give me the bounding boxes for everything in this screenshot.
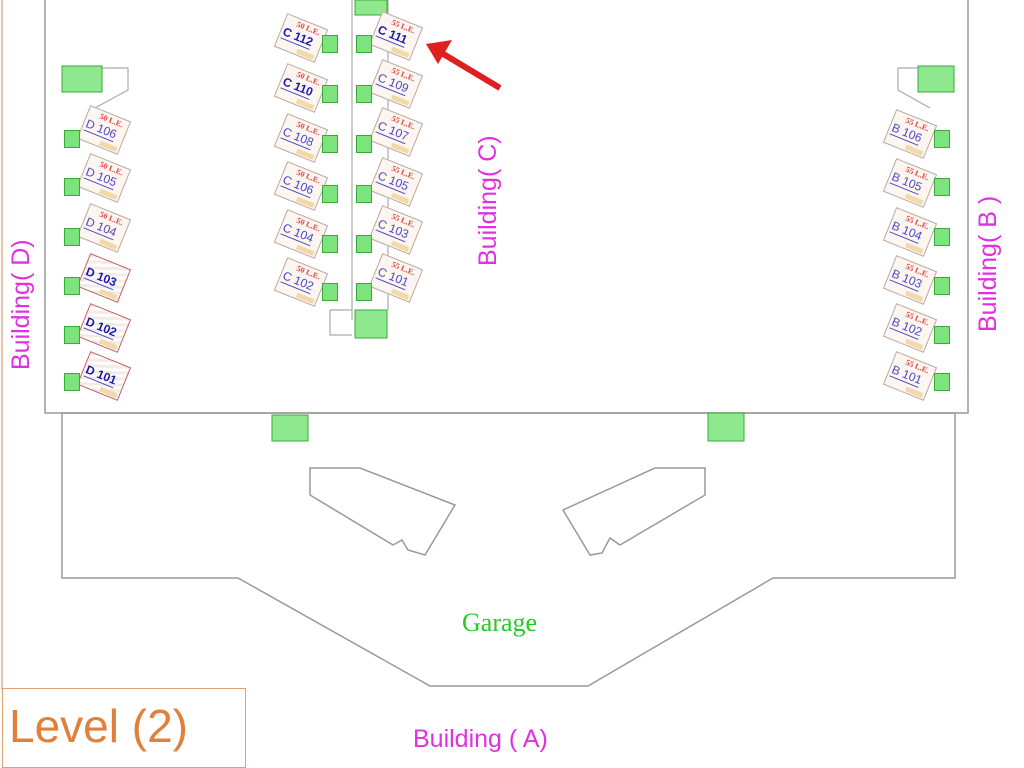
entrance-icon bbox=[64, 277, 80, 295]
entrance-icon bbox=[64, 228, 80, 246]
building-c-label: Building( C) bbox=[474, 135, 502, 266]
entrance-icon bbox=[356, 283, 372, 301]
building-d-label: Building( D) bbox=[7, 239, 35, 370]
corridor-b bbox=[897, 67, 931, 109]
unit-number: D 101 bbox=[83, 362, 119, 389]
building-b-label: Building( B ) bbox=[974, 195, 1002, 332]
entrance-icon bbox=[322, 185, 338, 203]
entrance-icon bbox=[356, 185, 372, 203]
entrance-icon bbox=[934, 228, 950, 246]
entrance-icon bbox=[934, 326, 950, 344]
building-a-label: Building ( A) bbox=[413, 725, 548, 753]
entrance-icon bbox=[322, 135, 338, 153]
entrance-icon bbox=[356, 35, 372, 53]
entrance-icon bbox=[356, 235, 372, 253]
stairs-icon bbox=[354, 0, 388, 16]
level-box: Level (2) bbox=[2, 688, 246, 768]
entrance-icon bbox=[356, 85, 372, 103]
garage-outline bbox=[61, 412, 956, 687]
level-label: Level (2) bbox=[9, 700, 188, 752]
entrance-icon bbox=[934, 277, 950, 295]
stairs-icon bbox=[707, 412, 745, 442]
stairs-icon bbox=[271, 414, 309, 442]
stairs-icon bbox=[61, 65, 103, 93]
entrance-icon bbox=[64, 326, 80, 344]
entrance-icon bbox=[64, 130, 80, 148]
red-arrow bbox=[426, 40, 502, 91]
entrance-icon bbox=[934, 130, 950, 148]
entrance-icon bbox=[322, 235, 338, 253]
unit-number: D 102 bbox=[83, 314, 119, 341]
garage-label: Garage bbox=[462, 608, 538, 637]
stairs-icon bbox=[917, 65, 955, 93]
entrance-icon bbox=[356, 135, 372, 153]
entrance-icon bbox=[64, 373, 80, 391]
corridor-d bbox=[94, 67, 129, 109]
entrance-icon bbox=[64, 178, 80, 196]
building-outline bbox=[44, 0, 969, 414]
unit-number: D 103 bbox=[83, 264, 119, 291]
entrance-icon bbox=[322, 85, 338, 103]
stairs-icon bbox=[354, 309, 388, 339]
ramp-left bbox=[309, 467, 457, 556]
entrance-icon bbox=[322, 283, 338, 301]
entrance-icon bbox=[934, 178, 950, 196]
ramp-right bbox=[561, 467, 706, 556]
entrance-icon bbox=[322, 35, 338, 53]
entrance-icon bbox=[934, 373, 950, 391]
